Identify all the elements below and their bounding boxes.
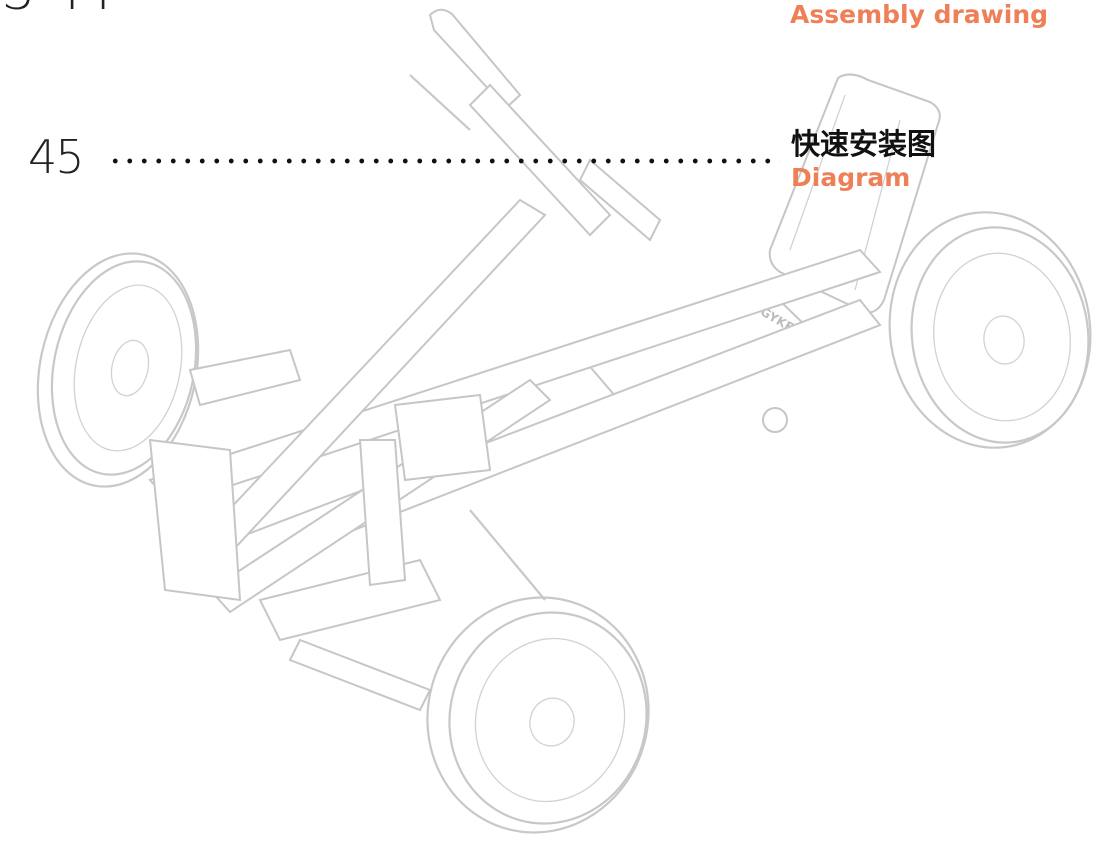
- entry-title-en: Diagram: [791, 163, 911, 192]
- suspension: [188, 348, 788, 601]
- rear-right-wheel: [888, 211, 1092, 449]
- page-number: 45: [28, 130, 85, 184]
- dot-leader: [108, 157, 780, 165]
- seat: DOGYKE: [582, 73, 941, 413]
- page-number-top: 3-44: [2, 0, 114, 22]
- frame: [148, 198, 882, 712]
- steering-column: [409, 8, 662, 242]
- front-right-wheel: [426, 596, 650, 834]
- entry-title-zh: 快速安装图: [791, 127, 937, 161]
- entry-title-en-top: Assembly drawing: [790, 0, 1049, 29]
